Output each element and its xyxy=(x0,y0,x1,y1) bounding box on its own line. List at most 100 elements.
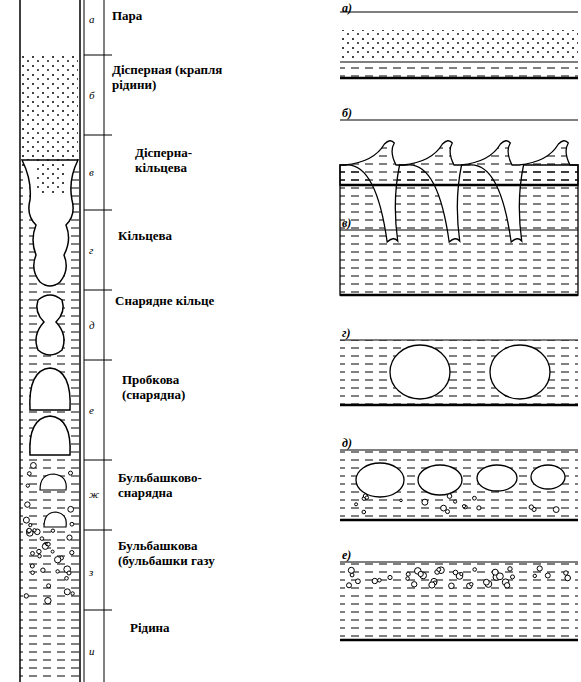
gas-bubble xyxy=(68,506,74,512)
gas-bubble xyxy=(460,572,463,575)
zone-letter: а xyxy=(89,12,101,27)
panel-label: д) xyxy=(342,436,372,451)
gas-bubble xyxy=(565,575,571,581)
panel-label: б) xyxy=(342,106,372,121)
zone-scale xyxy=(84,0,112,682)
zone-letter: е xyxy=(89,403,101,418)
regime-name: Рідина xyxy=(130,620,230,635)
gas-bubble xyxy=(27,528,31,532)
regime-name: Пара xyxy=(112,8,232,23)
gas-bubble xyxy=(564,571,568,575)
gas-bubble xyxy=(41,568,45,572)
gas-bubble xyxy=(437,568,441,572)
gas-bubble xyxy=(29,524,32,527)
gas-bubble xyxy=(67,571,71,575)
small-slug-bubble xyxy=(44,512,66,527)
gas-bubble xyxy=(347,583,352,588)
gas-bubble xyxy=(45,598,51,604)
gas-bubble xyxy=(65,577,69,581)
gas-bubble xyxy=(33,529,36,532)
gas-bubble xyxy=(38,554,42,558)
gas-bubble xyxy=(545,573,550,578)
gas-bubble xyxy=(418,571,423,576)
gas-bubble xyxy=(422,499,428,505)
gas-bubble xyxy=(37,549,41,553)
gas-bubble xyxy=(31,571,35,575)
gas-bubble xyxy=(362,510,366,514)
gas-bubble xyxy=(406,577,410,581)
gas-bubble xyxy=(378,578,382,582)
gas-bubble xyxy=(31,463,37,469)
slug-annular-bubble xyxy=(36,295,64,355)
gas-bubble xyxy=(25,502,30,507)
gas-bubble xyxy=(69,471,73,475)
gas-bubble xyxy=(26,529,30,533)
zone-letter: б xyxy=(89,88,101,103)
gas-bubble xyxy=(40,537,44,541)
zone-letter: г xyxy=(89,243,101,258)
gas-bubble xyxy=(51,550,54,553)
gas-bubble xyxy=(449,583,455,589)
gas-bubble xyxy=(23,517,29,523)
gas-bubble xyxy=(453,570,458,575)
gas-bubble xyxy=(47,584,51,588)
gas-bubble xyxy=(47,542,51,546)
zone-letter: ж xyxy=(89,487,101,502)
gas-bubble xyxy=(529,505,533,509)
gas-bubble xyxy=(400,499,403,502)
slug-bubble xyxy=(30,368,70,410)
gas-bubble xyxy=(511,575,515,579)
regime-name: Кільцева xyxy=(118,228,238,243)
zone-letter: и xyxy=(89,644,101,659)
small-slug-bubble xyxy=(40,474,66,490)
gas-bubble xyxy=(504,583,509,588)
gas-bubble xyxy=(365,496,368,499)
gas-bubble xyxy=(24,594,28,598)
regime-name: Бульбашкова (бульбашки газу xyxy=(118,538,238,568)
gas-bubble xyxy=(473,496,477,500)
gas-bubble xyxy=(454,500,457,503)
regime-name: Дісперная (крапля рідини) xyxy=(112,62,232,92)
gas-bubble xyxy=(56,570,59,573)
gas-bubble xyxy=(462,505,465,508)
gas-bubble xyxy=(470,583,473,586)
gas-bubble xyxy=(51,529,54,532)
gas-bubble xyxy=(372,578,377,583)
zone-letter: з xyxy=(89,565,101,580)
regime-name: Снарядне кільце xyxy=(115,293,285,308)
gas-bubble xyxy=(473,568,477,572)
gas-bubble xyxy=(467,583,473,589)
horizontal-tubes xyxy=(340,12,578,640)
gas-bubble xyxy=(388,575,392,579)
gas-bubble xyxy=(67,535,72,540)
wavy-liquid xyxy=(340,165,578,295)
gas-bubble xyxy=(447,494,452,499)
regime-name: Пробкова (снарядна) xyxy=(122,372,232,402)
panel-label: в) xyxy=(342,216,372,231)
gas-bubble xyxy=(64,589,70,595)
annular-core xyxy=(22,160,78,286)
gas-bubble xyxy=(70,522,74,526)
zone-letter: д xyxy=(89,318,101,333)
gas-bubble xyxy=(406,572,410,576)
gas-bubble xyxy=(26,484,29,487)
gas-bubble xyxy=(429,582,435,588)
gas-bubble xyxy=(412,582,417,587)
gas-bubble xyxy=(508,567,512,571)
gas-bubble xyxy=(492,569,498,575)
gas-bubble xyxy=(537,566,542,571)
regime-name: Дісперна-кільцева xyxy=(135,145,225,175)
gas-bubble xyxy=(533,574,536,577)
regime-name: Бульбашково-снарядна xyxy=(118,470,228,500)
vertical-tube xyxy=(20,0,80,682)
gas-bubble xyxy=(55,557,61,563)
gas-bubble xyxy=(484,579,490,585)
gas-bubble xyxy=(348,567,354,573)
gas-bubble xyxy=(356,579,361,584)
slug-bubble xyxy=(30,416,70,455)
panel-label: а) xyxy=(342,1,372,16)
gas-bubble xyxy=(71,592,74,595)
gas-bubble xyxy=(477,506,481,510)
